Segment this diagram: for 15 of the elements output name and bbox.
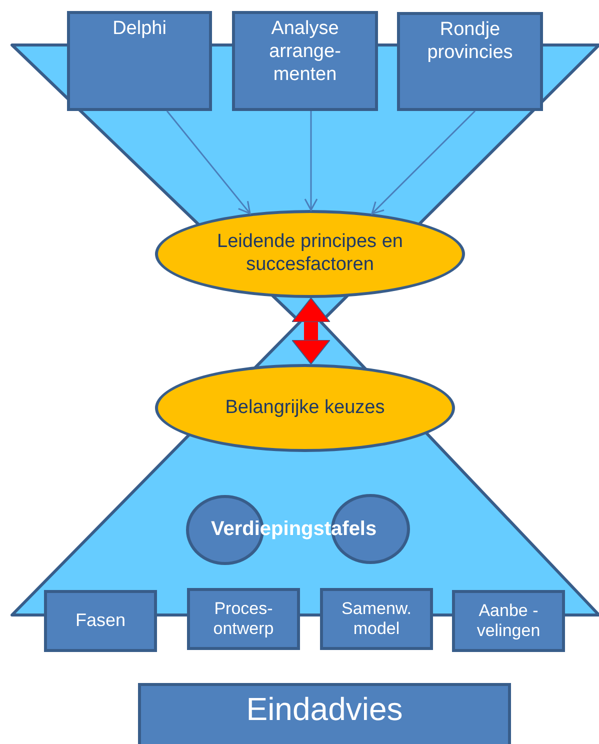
process-box: Fasen [44,590,157,652]
arrow [166,110,251,214]
process-box: Aanbe - velingen [452,590,565,652]
ellipse-node: Leidende principes en succesfactoren [155,210,465,298]
process-box: Proces- ontwerp [187,588,300,650]
process-box: Samenw. model [320,588,433,650]
process-box: Delphi [67,11,212,111]
arrow [371,110,476,214]
process-box: Analyse arrange- menten [232,11,378,111]
ellipse-node: Belangrijke keuzes [155,364,455,452]
process-box: Eindadvies [138,683,511,744]
section-label: Verdiepingstafels [211,518,377,541]
arrow [304,111,318,211]
arrow [292,298,330,365]
process-box: Rondje provincies [397,12,543,111]
